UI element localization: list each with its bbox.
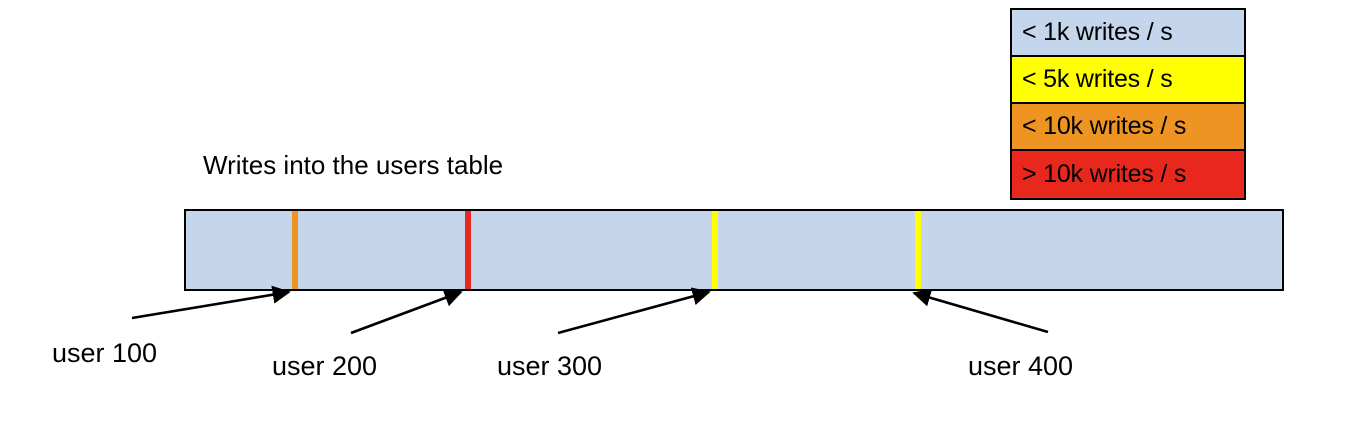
marker-user-400 xyxy=(915,211,921,289)
arrow-user-200 xyxy=(350,289,463,335)
legend-label-gt-10k: > 10k writes / s xyxy=(1022,160,1187,188)
arrow-user-100 xyxy=(131,285,291,320)
label-user-400: user 400 xyxy=(968,351,1074,381)
label-user-100: user 100 xyxy=(52,338,158,368)
legend-row-lt-1k: < 1k writes / s xyxy=(1012,10,1244,57)
legend-row-lt-5k: < 5k writes / s xyxy=(1012,57,1244,104)
marker-user-100 xyxy=(292,211,298,289)
marker-user-200 xyxy=(465,211,471,289)
label-user-200: user 200 xyxy=(272,351,378,381)
chart-title: Writes into the users table xyxy=(203,150,504,180)
legend-label-lt-10k: < 10k writes / s xyxy=(1022,112,1187,140)
legend-row-lt-10k: < 10k writes / s xyxy=(1012,104,1244,151)
label-user-300: user 300 xyxy=(497,351,603,381)
write-rate-legend: < 1k writes / s < 5k writes / s < 10k wr… xyxy=(1010,8,1246,200)
arrow-user-300 xyxy=(557,287,711,335)
users-table-bar xyxy=(184,209,1284,291)
legend-label-lt-1k: < 1k writes / s xyxy=(1022,18,1173,46)
legend-row-gt-10k: > 10k writes / s xyxy=(1012,151,1244,198)
legend-label-lt-5k: < 5k writes / s xyxy=(1022,65,1173,93)
arrow-user-400 xyxy=(912,288,1049,334)
marker-user-300 xyxy=(712,211,718,289)
